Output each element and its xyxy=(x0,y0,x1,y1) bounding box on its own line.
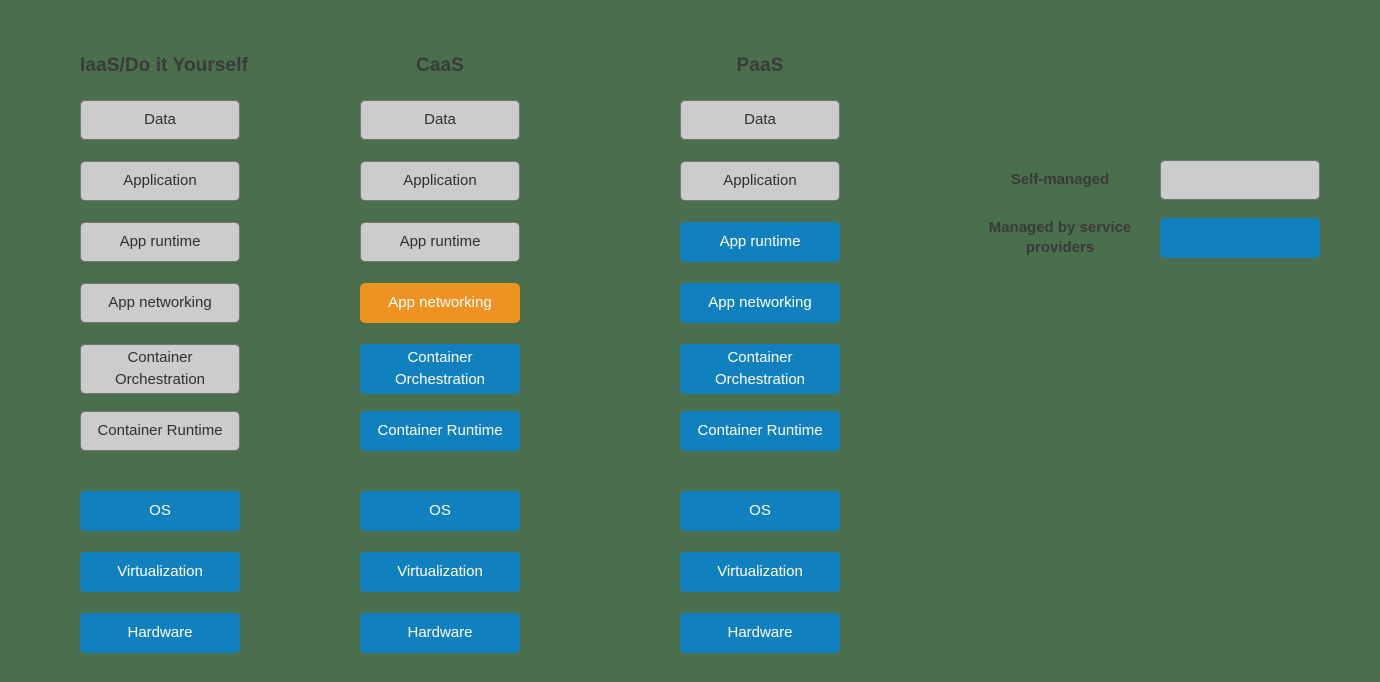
layer-box-application[interactable]: Application xyxy=(80,161,240,201)
layer-box-container-runtime[interactable]: Container Runtime xyxy=(80,411,240,451)
layer-box-container-runtime[interactable]: Container Runtime xyxy=(680,411,840,451)
column-iaas: IaaS/Do it Yourself Data Application App… xyxy=(80,52,249,674)
layer-box-app-networking[interactable]: App networking xyxy=(360,283,520,323)
stack-divider-gap xyxy=(680,472,840,491)
layer-box-container-runtime[interactable]: Container Runtime xyxy=(360,411,520,451)
column-title-paas: PaaS xyxy=(736,55,784,76)
stack-divider-gap xyxy=(360,472,520,491)
layer-box-application[interactable]: Application xyxy=(680,161,840,201)
legend-swatch-self-managed xyxy=(1160,160,1320,200)
legend-row-managed: Managed by service providers xyxy=(980,218,1340,259)
stack-divider-gap xyxy=(80,472,240,491)
layer-box-container-orchestration[interactable]: Container Orchestration xyxy=(680,344,840,394)
layer-box-data[interactable]: Data xyxy=(680,100,840,140)
layer-box-os[interactable]: OS xyxy=(680,491,840,531)
layer-box-app-networking[interactable]: App networking xyxy=(680,283,840,323)
layer-box-virtualization[interactable]: Virtualization xyxy=(80,552,240,592)
layer-box-data[interactable]: Data xyxy=(360,100,520,140)
layer-box-container-orchestration[interactable]: Container Orchestration xyxy=(80,344,240,394)
layer-stack-paas: Data Application App runtime App network… xyxy=(680,100,840,653)
legend: Self-managed Managed by service provider… xyxy=(980,160,1340,277)
layer-box-application[interactable]: Application xyxy=(360,161,520,201)
layer-box-os[interactable]: OS xyxy=(360,491,520,531)
layer-box-app-runtime[interactable]: App runtime xyxy=(80,222,240,262)
layer-box-app-networking[interactable]: App networking xyxy=(80,283,240,323)
layer-box-virtualization[interactable]: Virtualization xyxy=(680,552,840,592)
layer-box-app-runtime[interactable]: App runtime xyxy=(680,222,840,262)
layer-box-hardware[interactable]: Hardware xyxy=(80,613,240,653)
legend-swatch-managed xyxy=(1160,218,1320,259)
column-title-caas: CaaS xyxy=(416,55,464,76)
legend-label-managed: Managed by service providers xyxy=(988,219,1132,257)
column-title-iaas: IaaS/Do it Yourself xyxy=(80,55,249,76)
column-paas: PaaS Data Application App runtime App ne… xyxy=(680,52,840,674)
layer-box-hardware[interactable]: Hardware xyxy=(680,613,840,653)
layer-box-hardware[interactable]: Hardware xyxy=(360,613,520,653)
layer-box-data[interactable]: Data xyxy=(80,100,240,140)
legend-label-self-managed: Self-managed xyxy=(1010,170,1110,188)
layer-box-app-runtime[interactable]: App runtime xyxy=(360,222,520,262)
layer-box-os[interactable]: OS xyxy=(80,491,240,531)
column-caas: CaaS Data Application App runtime App ne… xyxy=(360,52,520,674)
layer-stack-caas: Data Application App runtime App network… xyxy=(360,100,520,653)
legend-row-self-managed: Self-managed xyxy=(980,160,1340,200)
layer-box-virtualization[interactable]: Virtualization xyxy=(360,552,520,592)
layer-stack-iaas: Data Application App runtime App network… xyxy=(80,100,240,653)
layer-box-container-orchestration[interactable]: Container Orchestration xyxy=(360,344,520,394)
